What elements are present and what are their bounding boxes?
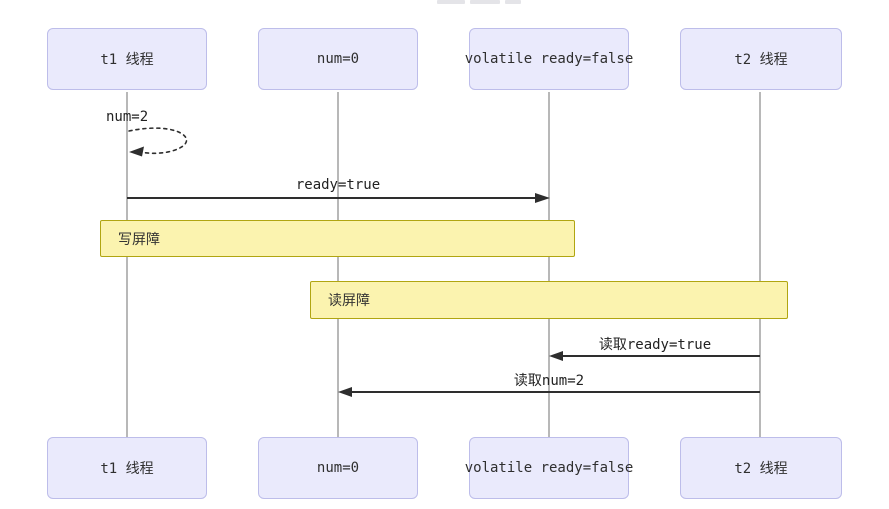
participant-t2-bottom: t2 线程 (680, 437, 842, 499)
participant-t1-label: t1 线程 (100, 461, 154, 477)
participant-num-top: num=0 (258, 28, 418, 90)
participant-t1-top: t1 线程 (47, 28, 207, 90)
participant-volatile-label: volatile ready=false (464, 51, 634, 67)
participant-volatile-bottom: volatile ready=false (465, 437, 633, 499)
write-barrier-box: 写屏障 (100, 220, 575, 257)
participant-t2-label: t2 线程 (734, 52, 788, 68)
participant-num-label: num=0 (316, 51, 360, 67)
message-label-read-num: 读取num=2 (513, 373, 585, 389)
participant-volatile-label: volatile ready=false (464, 460, 634, 476)
self-loop-arrowhead (129, 146, 144, 157)
message-label-num2: num=2 (106, 109, 149, 125)
arrowhead-left-read-ready (549, 351, 563, 361)
participant-t2-top: t2 线程 (680, 28, 842, 90)
participant-t1-bottom: t1 线程 (47, 437, 207, 499)
read-barrier-box: 读屏障 (310, 281, 788, 319)
read-barrier-label: 读屏障 (328, 293, 370, 309)
message-label-read-ready: 读取ready=true (598, 337, 712, 353)
clipped-title-fragment (470, 0, 500, 4)
participant-num-bottom: num=0 (258, 437, 418, 499)
participant-t1-label: t1 线程 (100, 52, 154, 68)
clipped-title-fragment (437, 0, 465, 4)
clipped-title-fragment (505, 0, 521, 4)
participant-num-label: num=0 (316, 460, 360, 476)
write-barrier-label: 写屏障 (118, 231, 160, 248)
self-loop-arrow-num2 (128, 127, 188, 155)
arrowhead-left-read-num (338, 387, 352, 397)
message-label-ready-true: ready=true (295, 177, 381, 193)
participant-t2-label: t2 线程 (734, 461, 788, 477)
arrowhead-right-ready-true (535, 193, 550, 203)
participant-volatile-top: volatile ready=false (465, 28, 633, 90)
